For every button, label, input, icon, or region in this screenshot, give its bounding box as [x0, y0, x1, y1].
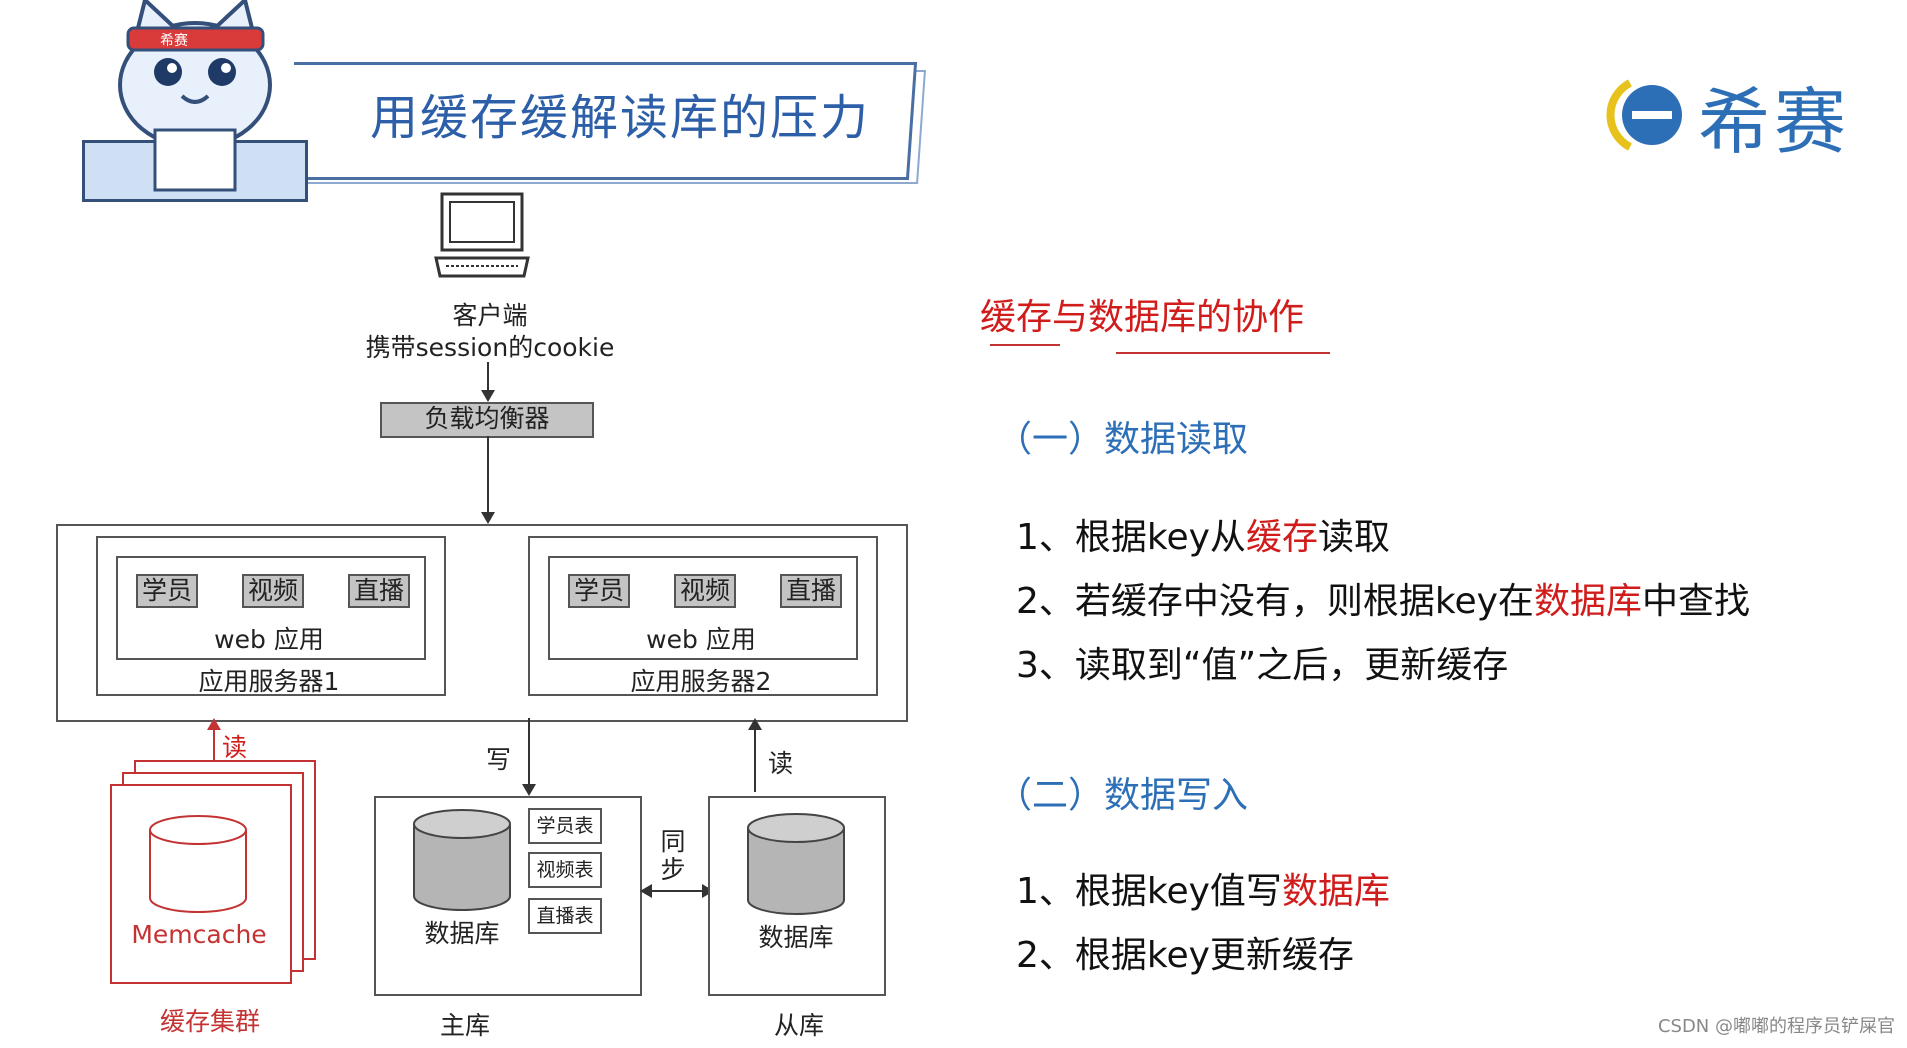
panel-title: 缓存与数据库的协作 [980, 297, 1305, 338]
underline-mark-1 [990, 344, 1060, 346]
read-slave-label: 读 [768, 749, 794, 778]
section-write-title: （二）数据写入 [996, 775, 1249, 816]
underline-mark-2 [1116, 352, 1330, 354]
client-label: 客户端 [452, 301, 528, 330]
arrow-head-icon [522, 784, 536, 796]
slave-db-label: 数据库 [758, 923, 834, 952]
brand-logo: 希赛 [1600, 70, 1850, 164]
logo-text: 希赛 [1698, 79, 1851, 164]
web-app-2 [548, 556, 858, 660]
sync-arrow [646, 890, 706, 892]
arrow-up-icon [748, 718, 762, 730]
read-item-2: 2、若缓存中没有，则根据key在数据库中查找 [1016, 581, 1750, 622]
read-item-3: 3、读取到“值”之后，更新缓存 [1016, 645, 1509, 686]
web-app-1 [116, 556, 426, 660]
write-item-2: 2、根据key更新缓存 [1016, 935, 1354, 976]
write-label: 写 [486, 745, 512, 774]
arrow-read-slave [754, 726, 756, 792]
write-item-1: 1、根据key值写数据库 [1016, 871, 1390, 912]
arrow-client-lb [487, 362, 489, 398]
arrow-left-icon [640, 884, 652, 898]
table-student: 学员表 [528, 808, 602, 844]
sync-label: 同 步 [660, 827, 686, 884]
arrow-up-icon [207, 718, 221, 730]
logo-e-icon [1606, 79, 1682, 151]
computer-icon [434, 192, 530, 278]
watermark: CSDN @嘟嘟的程序员铲屎官 [1657, 1016, 1895, 1037]
server-2-label: 应用服务器2 [630, 667, 772, 696]
web-app-label-2: web 应用 [646, 625, 756, 654]
page-title: 用缓存缓解读库的压力 [370, 90, 871, 146]
read-item-1: 1、根据key从缓存读取 [1016, 517, 1390, 558]
table-live: 直播表 [528, 898, 602, 934]
cache-cluster-label: 缓存集群 [159, 1007, 260, 1036]
server-1-label: 应用服务器1 [198, 667, 340, 696]
module-student-1: 学员 [136, 574, 198, 608]
web-app-label-1: web 应用 [214, 625, 324, 654]
mascot-cat-icon [118, 0, 272, 192]
mascot-headband-text: 希赛 [160, 33, 188, 49]
arrow-head-icon [481, 390, 495, 402]
module-video-1: 视频 [242, 574, 304, 608]
section-read-title: （一）数据读取 [996, 419, 1249, 460]
module-live-2: 直播 [780, 574, 842, 608]
slave-label: 从库 [774, 1011, 825, 1040]
arrow-write [528, 718, 530, 790]
cache-database-icon [149, 815, 247, 913]
database-icon [413, 809, 511, 911]
arrow-lb-servers [487, 436, 489, 516]
database-icon [747, 813, 845, 915]
arrow-head-icon [481, 512, 495, 524]
master-label: 主库 [440, 1011, 491, 1040]
module-video-2: 视频 [674, 574, 736, 608]
client-sublabel: 携带session的cookie [365, 333, 615, 362]
module-student-2: 学员 [568, 574, 630, 608]
module-live-1: 直播 [348, 574, 410, 608]
cache-read-label: 读 [222, 733, 248, 762]
cache-name: Memcache [131, 920, 267, 949]
arrow-cache-read [213, 726, 215, 766]
table-video: 视频表 [528, 852, 602, 888]
master-db-label: 数据库 [424, 919, 500, 948]
load-balancer: 负载均衡器 [380, 402, 594, 438]
